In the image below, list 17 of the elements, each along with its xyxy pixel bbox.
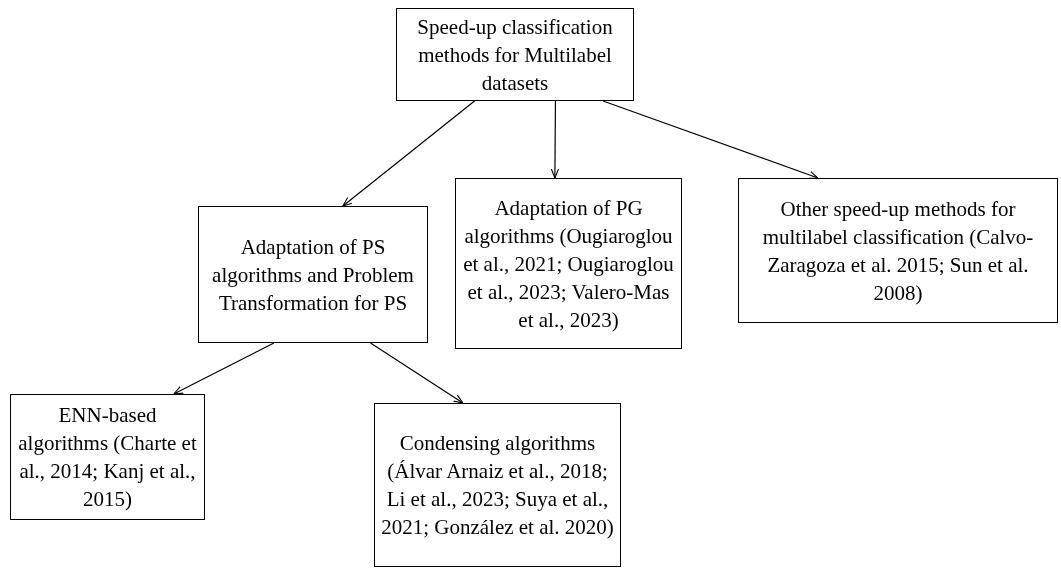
box-label: Other speed-up methods for multilabel classification (Calvo-Zaragoza et al. 2015; Sun et al. 2008) (761, 195, 1035, 307)
arrow (173, 342, 275, 395)
box-label: Adaptation of PS algorithms and Problem Transformation for PS (211, 233, 415, 317)
process-box (198, 206, 428, 343)
process-box (738, 178, 1058, 323)
box-label: Adaptation of PG algorithms (Ougiaroglou et al., 2021; Ougiaroglou et al., 2023; Valero-Mas et al., 2023) (462, 194, 675, 334)
process-box (10, 394, 205, 520)
box-label: Condensing algorithms (Álvar Arnaiz et al., 2018; Li et al., 2023; Suya et al., 2021; González et al. 2020) (381, 430, 614, 541)
box-label: Speed-up classification methods for Multilabel datasets (416, 13, 614, 97)
arrow (342, 100, 476, 207)
process-box (396, 8, 634, 101)
box-label: ENN-based algorithms (Charte et al., 2014; Kanj et al., 2015) (17, 402, 198, 513)
process-box (455, 178, 682, 349)
arrow (369, 342, 464, 404)
arrow (602, 100, 819, 179)
arrow (550, 100, 560, 179)
process-box (374, 403, 621, 567)
